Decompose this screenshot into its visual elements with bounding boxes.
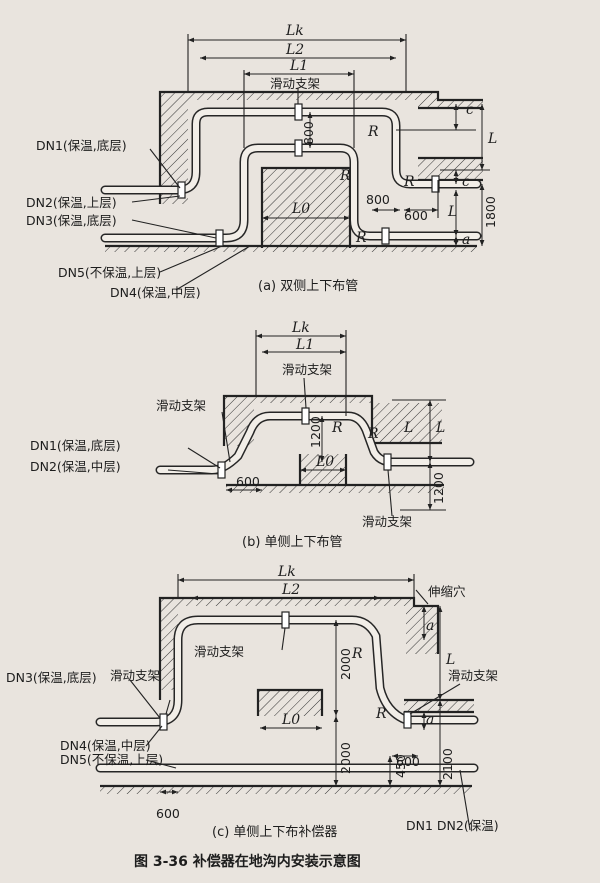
label-c-600r: 600: [396, 754, 420, 769]
slide-support-a1: [294, 103, 303, 121]
slide-support-c2: [159, 713, 168, 731]
label-c-expansion: 伸缩穴: [428, 584, 466, 599]
label-b-1200a: 1200: [308, 416, 323, 448]
label-b-l1: L1: [295, 337, 314, 353]
label-a-r2: R: [339, 168, 351, 184]
label-c-l0: L0: [281, 712, 300, 728]
label-c-dn5: DN5(不保温,上层): [60, 752, 163, 767]
label-a-lr: L: [487, 131, 497, 147]
wall-right-mid-a: [418, 158, 483, 180]
wall-top-c: [178, 598, 414, 606]
slide-support-c3: [403, 711, 412, 729]
label-c-a1: a: [426, 618, 434, 634]
label-c-dn3: DN3(保温,底层): [6, 670, 97, 685]
figure-title: 图 3-36 补偿器在地沟内安装示意图: [134, 853, 361, 870]
label-a-c1: c: [466, 102, 474, 118]
label-b-dn2: DN2(保温,中层): [30, 459, 121, 474]
slide-support-c1: [281, 611, 290, 629]
label-b-600: 600: [236, 474, 260, 489]
label-a-800v: 800: [301, 121, 316, 145]
label-b-l-left: L: [403, 420, 413, 436]
slide-support-a5: [431, 175, 440, 193]
floor-a: [105, 246, 477, 252]
label-a-dn1: DN1(保温,底层): [36, 138, 127, 153]
label-c-600l: 600: [156, 806, 180, 821]
diagram-a: [100, 34, 490, 291]
label-a-800h: 800: [366, 192, 390, 207]
label-c-r1: R: [351, 646, 363, 662]
label-a-1800: 1800: [483, 196, 498, 228]
label-c-slide2: 滑动支架: [110, 668, 160, 683]
label-a-dn4: DN4(保温,中层): [110, 285, 201, 300]
label-a-lk: Lk: [285, 23, 304, 39]
label-b-l-right: L: [435, 420, 445, 436]
label-c-2100: 2100: [440, 748, 455, 780]
label-a-c2: c: [462, 174, 470, 190]
slide-support-b2: [217, 461, 226, 479]
label-a-dn3: DN3(保温,底层): [26, 213, 117, 228]
wall-top-a: [188, 92, 438, 100]
wall-right-top-a: [418, 100, 483, 108]
caption-a: (a) 双侧上下布管: [258, 279, 358, 294]
slide-support-a4: [215, 229, 224, 247]
label-b-slide-bottom: 滑动支架: [362, 514, 412, 529]
label-a-r4: R: [355, 230, 367, 246]
label-a-dn2: DN2(保温,上层): [26, 195, 117, 210]
label-a-l0: L0: [291, 201, 310, 217]
floor-b: [226, 485, 444, 493]
slide-support-b3: [383, 453, 392, 471]
label-a-r3: R: [403, 174, 415, 190]
wall-top-b: [254, 396, 372, 403]
caption-b: (b) 单侧上下布管: [242, 535, 343, 550]
label-a-dn5: DN5(不保温,上层): [58, 265, 161, 280]
label-c-450: 450: [393, 754, 408, 778]
label-a-l2: L2: [285, 42, 304, 58]
label-a-slide: 滑动支架: [270, 76, 320, 91]
label-a-l1: L1: [289, 58, 308, 74]
labels: Lk L2 L1 滑动支架 800 R R R R L0 800 600 c L…: [6, 23, 499, 870]
label-a-l3: L: [447, 204, 457, 220]
label-a-600: 600: [404, 208, 428, 223]
label-b-r1: R: [331, 420, 343, 436]
wall-right-mid-c: [404, 700, 474, 712]
label-c-2000b: 2000: [338, 742, 353, 774]
label-a-r1: R: [367, 124, 379, 140]
center-block-c: [258, 690, 322, 716]
label-c-2000a: 2000: [338, 648, 353, 680]
center-block-a: [262, 168, 350, 248]
label-c-l: L: [445, 652, 455, 668]
diagram-b: [155, 330, 475, 517]
label-c-l2: L2: [281, 582, 300, 598]
label-b-dn1: DN1(保温,底层): [30, 438, 121, 453]
slide-support-a3: [177, 181, 186, 199]
label-b-1200b: 1200: [431, 472, 446, 504]
label-c-dn4: DN4(保温,中层): [60, 738, 151, 753]
label-b-r2: R: [367, 426, 379, 442]
label-c-dn1dn2: DN1 DN2(保温): [406, 818, 499, 833]
label-c-a2: a: [426, 712, 434, 728]
label-c-slide3: 滑动支架: [448, 668, 498, 683]
slide-support-a2: [294, 139, 303, 157]
label-b-slide-top: 滑动支架: [282, 362, 332, 377]
label-a-a: a: [462, 232, 470, 248]
label-c-r2: R: [375, 706, 387, 722]
slide-support-a6: [381, 227, 390, 245]
walls-b-outline: [222, 394, 444, 487]
label-b-slide-left: 滑动支架: [156, 398, 206, 413]
label-c-lk: Lk: [277, 564, 296, 580]
label-b-lk: Lk: [291, 320, 310, 336]
diagram-c: [95, 574, 479, 831]
label-b-l0: L0: [315, 454, 334, 470]
label-c-slide1: 滑动支架: [194, 644, 244, 659]
caption-c: (c) 单侧上下布补偿器: [212, 825, 337, 840]
floor-c: [100, 786, 472, 794]
